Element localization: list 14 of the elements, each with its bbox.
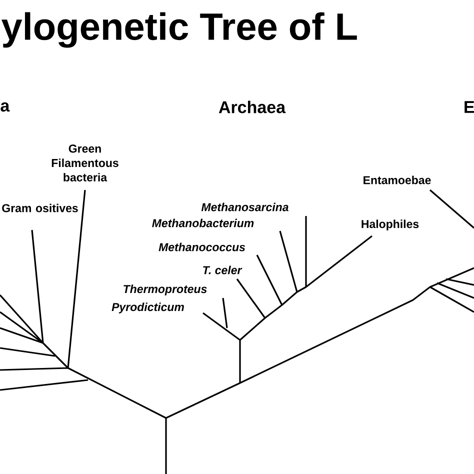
taxon-label: Green Filamentous bacteria	[52, 144, 118, 182]
taxon-label: Entamoebae	[364, 176, 431, 184]
group-heading: a	[0, 102, 10, 112]
taxon-label: Methanobacterium	[152, 218, 254, 228]
title: ylogenetic Tree of L	[2, 12, 357, 48]
taxon-label: Halophiles	[362, 220, 419, 230]
group-heading: E	[464, 101, 474, 113]
taxon-label: Methanococcus	[158, 242, 246, 252]
taxon-label: Pyrodicticum	[112, 302, 184, 314]
taxon-label: Gram ositives	[2, 204, 78, 212]
taxon-label: Methanosarcina	[201, 202, 288, 212]
taxon-label: Thermoproteus	[124, 284, 207, 296]
taxon-label: T. celer	[203, 266, 242, 274]
group-heading: Archaea	[218, 100, 286, 114]
